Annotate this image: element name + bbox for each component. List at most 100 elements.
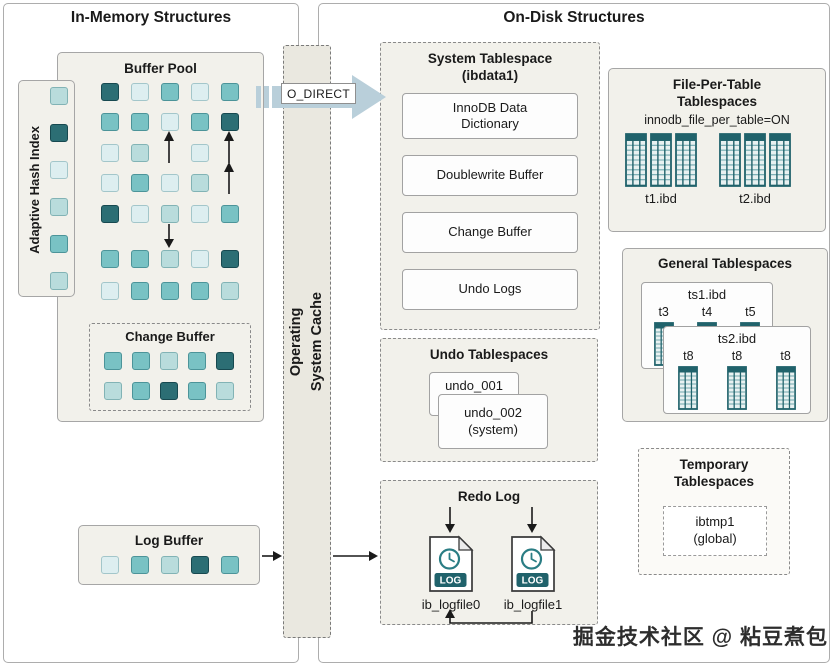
- ahi-squares: [50, 87, 68, 290]
- undo-tablespaces-title: Undo Tablespaces: [429, 347, 549, 362]
- doublewrite-buffer-box: Doublewrite Buffer: [402, 155, 578, 196]
- table-file-icon: [675, 133, 697, 192]
- memory-page-med: [221, 205, 239, 223]
- memory-page-dark: [160, 382, 178, 400]
- t1-label: t1.ibd: [645, 191, 677, 206]
- ts2-box: ts2.ibd t8 t8 t8: [663, 326, 811, 414]
- memory-page-med: [101, 250, 119, 268]
- undo-002-sublabel: (system): [468, 421, 518, 437]
- ibtmp1-label: ibtmp1: [695, 514, 735, 530]
- t1-icons: [625, 133, 697, 192]
- log-buffer-row: [101, 556, 239, 574]
- memory-page-xlight: [101, 144, 119, 162]
- ib-logfile1-label: ib_logfile1: [503, 597, 563, 612]
- file-per-table-setting: innodb_file_per_table=ON: [644, 113, 790, 127]
- buffer-pool-title: Buffer Pool: [124, 61, 197, 76]
- buffer-pool: Buffer Pool Change Buffer: [57, 52, 264, 422]
- buffer-pool-row: [101, 174, 239, 192]
- log-buffer: Log Buffer: [78, 525, 260, 585]
- innodb-data-dictionary-box: InnoDB Data Dictionary: [402, 93, 578, 139]
- temporary-tablespaces-title: Temporary: [679, 457, 749, 472]
- t2-label: t2.ibd: [739, 191, 771, 206]
- memory-page-xlight: [191, 144, 209, 162]
- ibtmp1-box: ibtmp1 (global): [663, 506, 767, 556]
- ibtmp1-sublabel: (global): [693, 531, 737, 546]
- buffer-pool-row: [101, 250, 239, 268]
- general-tablespaces-title: General Tablespaces: [657, 256, 793, 271]
- memory-page-light: [104, 382, 122, 400]
- os-cache-bar: Operating System Cache: [283, 45, 331, 638]
- memory-page-light: [161, 250, 179, 268]
- watermark: 掘金技术社区 @ 粘豆煮包: [572, 626, 828, 649]
- temporary-tablespaces-title2: Tablespaces: [673, 474, 755, 489]
- memory-page-light: [161, 205, 179, 223]
- o-direct-label: O_DIRECT: [281, 83, 356, 104]
- memory-page-med: [131, 282, 149, 300]
- memory-page-xlight: [131, 83, 149, 101]
- memory-page-med: [101, 113, 119, 131]
- buffer-pool-row: [101, 83, 239, 101]
- buffer-pool-row: [101, 113, 239, 131]
- memory-page-xlight: [131, 205, 149, 223]
- change-buffer-row: [104, 382, 234, 400]
- table-file-icon: [769, 133, 791, 192]
- change-buffer-disk-box: Change Buffer: [402, 212, 578, 253]
- memory-page-light: [50, 198, 68, 216]
- undo-002-label: undo_002: [464, 404, 522, 420]
- on-disk-title: On-Disk Structures: [503, 9, 645, 26]
- table-file-icon: [719, 133, 741, 192]
- ts2-icons: [664, 366, 810, 415]
- memory-page-dark: [50, 124, 68, 142]
- memory-page-med: [188, 352, 206, 370]
- system-tablespace-title: System Tablespace: [427, 51, 553, 66]
- memory-page-light: [191, 174, 209, 192]
- table-file-icon: [744, 133, 766, 192]
- table-file-icon: [650, 133, 672, 192]
- adaptive-hash-index: Adaptive Hash Index: [18, 80, 75, 297]
- log-file-icon: LOG: [510, 535, 556, 598]
- memory-page-xlight: [191, 250, 209, 268]
- log-buffer-title: Log Buffer: [134, 533, 204, 548]
- memory-page-xlight: [191, 83, 209, 101]
- memory-page-dark: [216, 352, 234, 370]
- table-file-icon: [727, 366, 747, 415]
- ts1-table-names: t3 t4 t5: [658, 305, 756, 319]
- memory-page-xlight: [101, 556, 119, 574]
- change-buffer-title: Change Buffer: [125, 329, 215, 344]
- buffer-pool-row: [101, 144, 239, 162]
- file-per-table-title2: Tablespaces: [676, 94, 758, 109]
- memory-page-med: [161, 83, 179, 101]
- memory-page-light: [216, 382, 234, 400]
- adaptive-hash-index-label: Adaptive Hash Index: [26, 125, 42, 254]
- memory-page-xlight: [50, 161, 68, 179]
- redo-log-title: Redo Log: [457, 489, 521, 504]
- memory-page-med: [221, 556, 239, 574]
- file-per-table-box: File-Per-Table Tablespaces innodb_file_p…: [608, 68, 826, 232]
- table-file-icon: [775, 366, 796, 415]
- in-memory-title: In-Memory Structures: [70, 9, 232, 26]
- memory-page-med: [131, 250, 149, 268]
- memory-page-dark: [101, 83, 119, 101]
- memory-page-xlight: [191, 205, 209, 223]
- memory-page-med: [132, 352, 150, 370]
- memory-page-light: [221, 282, 239, 300]
- change-buffer: Change Buffer: [89, 323, 251, 411]
- memory-page-dark: [101, 205, 119, 223]
- memory-page-dark: [191, 556, 209, 574]
- memory-page-light: [131, 144, 149, 162]
- memory-page-med: [191, 282, 209, 300]
- ts2-label: ts2.ibd: [717, 331, 757, 346]
- file-per-table-title: File-Per-Table: [672, 77, 762, 92]
- memory-page-light: [161, 556, 179, 574]
- os-cache-label: Operating System Cache: [287, 291, 325, 392]
- memory-page-xlight: [101, 282, 119, 300]
- memory-page-med: [131, 556, 149, 574]
- memory-page-dark: [221, 113, 239, 131]
- ts1-label: ts1.ibd: [687, 287, 727, 302]
- memory-page-med: [131, 174, 149, 192]
- svg-text:LOG: LOG: [440, 576, 462, 587]
- buffer-pool-row: [101, 205, 239, 223]
- memory-page-med: [191, 113, 209, 131]
- undo-001-label: undo_001: [445, 378, 503, 393]
